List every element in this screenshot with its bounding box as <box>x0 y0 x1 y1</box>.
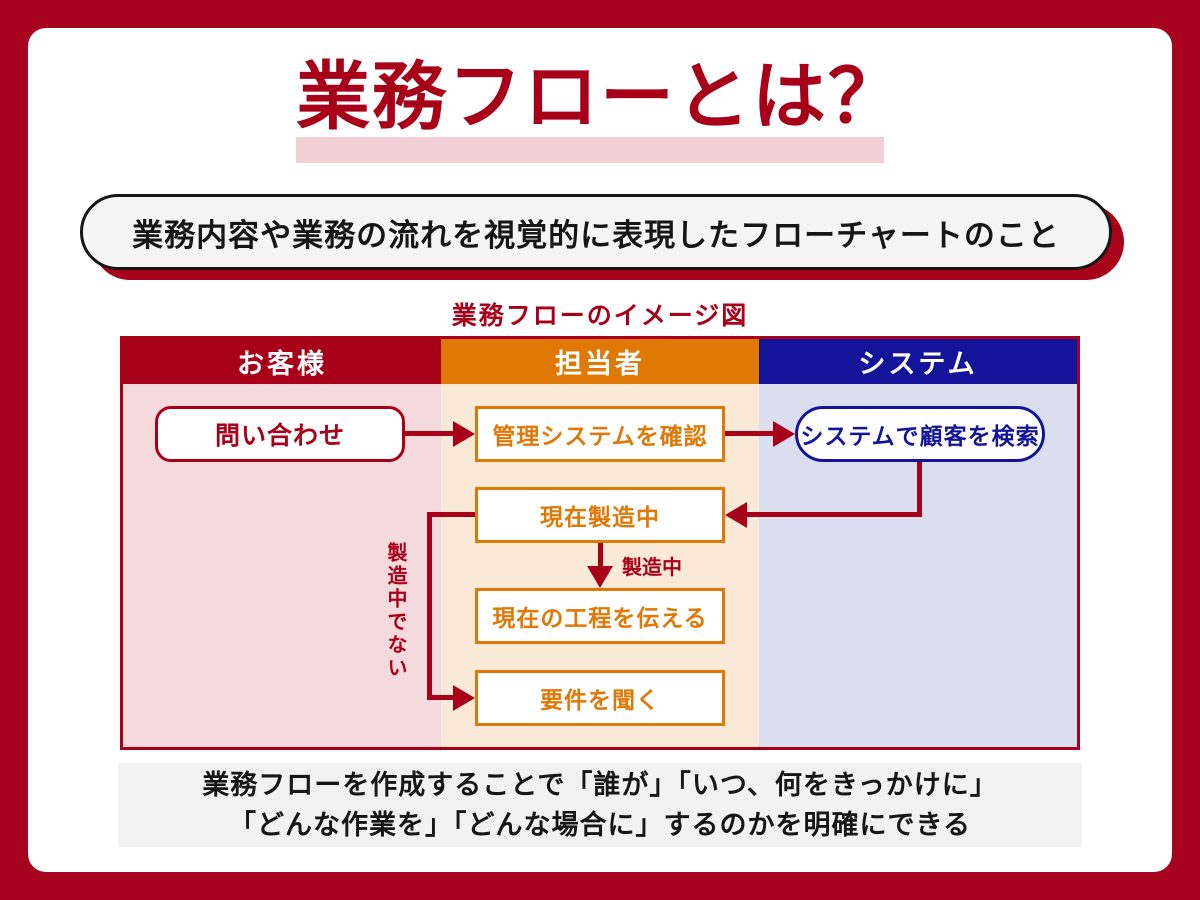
lane-header-system: システム <box>759 339 1077 384</box>
footer-line-2: 「どんな作業を」「どんな場合に」するのかを明確にできる <box>229 810 971 840</box>
page-title: 業務フローとは？ <box>296 55 904 138</box>
node-check-system: 管理システムを確認 <box>475 406 725 462</box>
flow-line-branch-left <box>427 512 475 517</box>
arrow-head-check-search <box>773 421 795 447</box>
footer-line-1: 業務フローを作成することで「誰が」「いつ、何をきっかけに」 <box>202 770 998 800</box>
flow-line-branch-down <box>427 512 432 700</box>
lane-header-staff: 担当者 <box>441 339 759 384</box>
footer-note: 業務フローを作成することで「誰が」「いつ、何をきっかけに」 「どんな作業を」「ど… <box>118 763 1082 847</box>
definition-banner: 業務内容や業務の流れを視覚的に表現したフローチャートのこと <box>80 194 1112 270</box>
node-tell-process: 現在の工程を伝える <box>475 588 725 644</box>
node-in-production: 現在製造中 <box>475 487 725 543</box>
lane-header-customer: お客様 <box>123 339 441 384</box>
lane-system: システム <box>759 339 1077 747</box>
arrow-head-production-tell <box>587 566 613 588</box>
node-ask-requirements: 要件を聞く <box>475 670 725 726</box>
flow-line-inquiry-check <box>405 431 455 436</box>
definition-text: 業務内容や業務の流れを視覚的に表現したフローチャートのこと <box>132 217 1060 253</box>
flow-line-check-search <box>725 431 775 436</box>
node-search-customer: システムで顧客を検索 <box>795 406 1045 462</box>
arrow-head-inquiry-check <box>453 421 475 447</box>
edge-label-not-manufacturing: 製造中でない <box>384 542 406 680</box>
edge-label-manufacturing: 製造中 <box>622 557 682 579</box>
flow-line-search-down <box>917 462 922 517</box>
arrow-head-branch-requirements <box>453 685 475 711</box>
arrow-head-search-production <box>725 502 747 528</box>
flow-line-production-down <box>598 543 603 568</box>
diagram-caption: 業務フローのイメージ図 <box>451 302 749 330</box>
node-inquiry: 問い合わせ <box>155 406 405 462</box>
flow-line-search-left <box>745 512 922 517</box>
flow-line-branch-right <box>427 695 455 700</box>
title-highlight <box>296 137 884 163</box>
